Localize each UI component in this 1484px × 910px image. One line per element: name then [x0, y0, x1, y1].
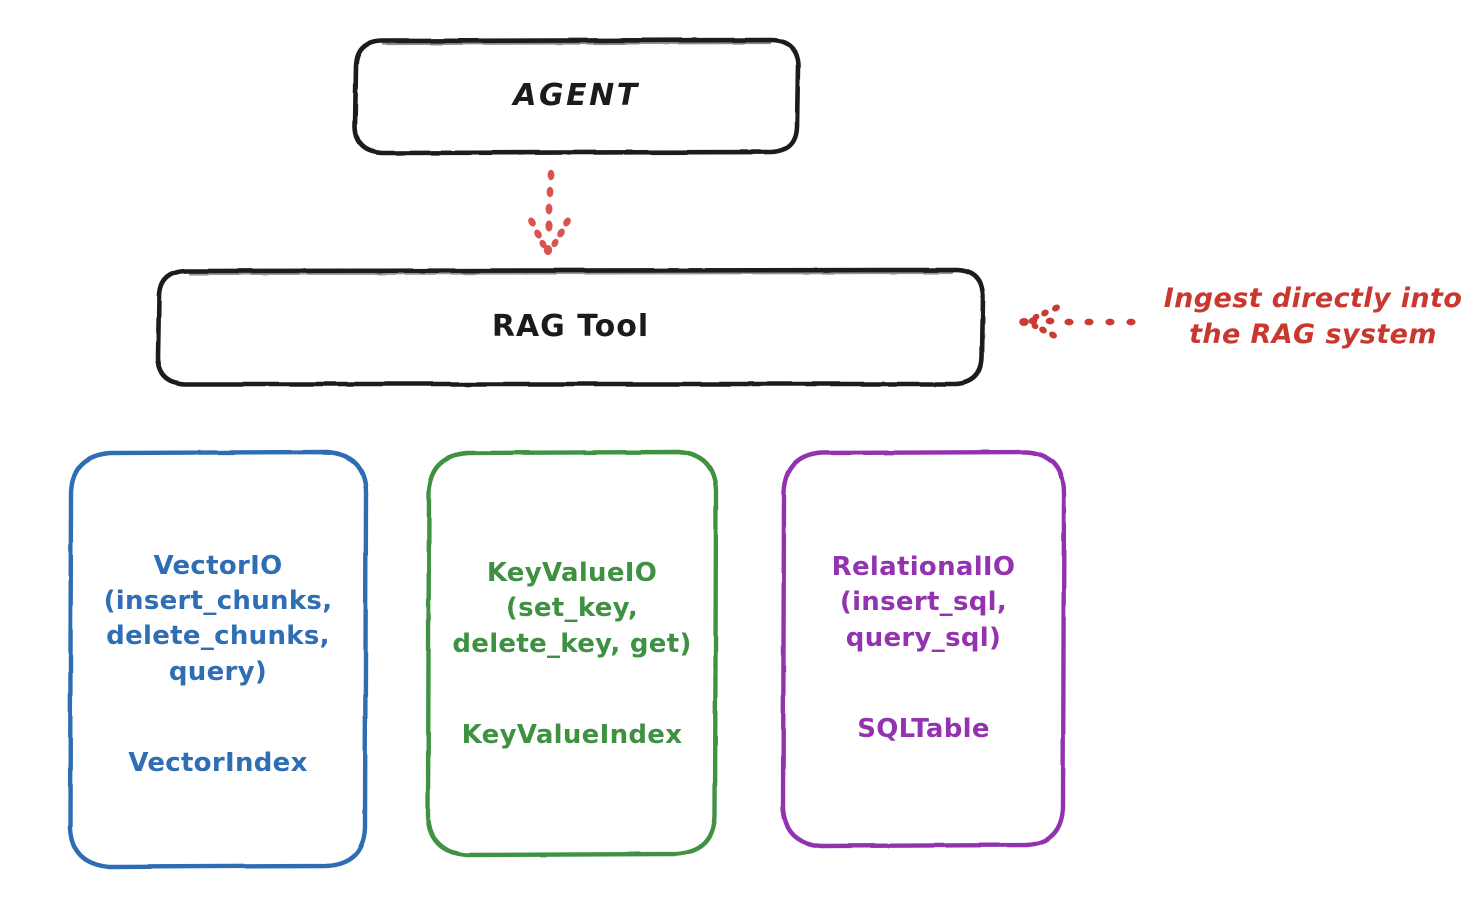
agent-node-label: AGENT	[513, 78, 640, 114]
ingest-annotation-arrow	[1019, 304, 1136, 339]
rag-tool-node[interactable]: RAG Tool	[158, 270, 983, 384]
key-value-io-api-label: KeyValueIO (set_key, delete_key, get)	[452, 557, 692, 659]
ingest-annotation-text: Ingest directly into the RAG system	[1163, 283, 1463, 350]
relational-io-api-label: RelationalIO (insert_sql, query_sql)	[831, 551, 1016, 653]
relational-io-label-spacer	[832, 656, 1016, 677]
key-value-io-node-label-group: KeyValueIO (set_key, delete_key, get) Ke…	[446, 521, 697, 754]
key-value-io-label-spacer	[452, 662, 691, 683]
vector-io-node-label-group: VectorIO (insert_chunks, delete_chunks, …	[98, 513, 339, 781]
relational-io-node-label-group: RelationalIO (insert_sql, query_sql) SQL…	[826, 515, 1022, 748]
vector-io-label-spacer	[104, 690, 333, 711]
vector-io-node[interactable]: VectorIO (insert_chunks, delete_chunks, …	[70, 452, 366, 867]
agent-to-rag-tool-arrow	[528, 169, 571, 255]
rag-tool-node-label: RAG Tool	[491, 308, 650, 344]
vector-io-index-label: VectorIndex	[128, 748, 308, 779]
key-value-io-node[interactable]: KeyValueIO (set_key, delete_key, get) Ke…	[428, 452, 716, 854]
relational-io-node[interactable]: RelationalIO (insert_sql, query_sql) SQL…	[783, 452, 1064, 846]
agent-node[interactable]: AGENT	[355, 40, 798, 153]
key-value-io-index-label: KeyValueIndex	[461, 720, 683, 751]
relational-io-table-label: SQLTable	[857, 714, 990, 745]
vector-io-api-label: VectorIO (insert_chunks, delete_chunks, …	[103, 550, 333, 687]
